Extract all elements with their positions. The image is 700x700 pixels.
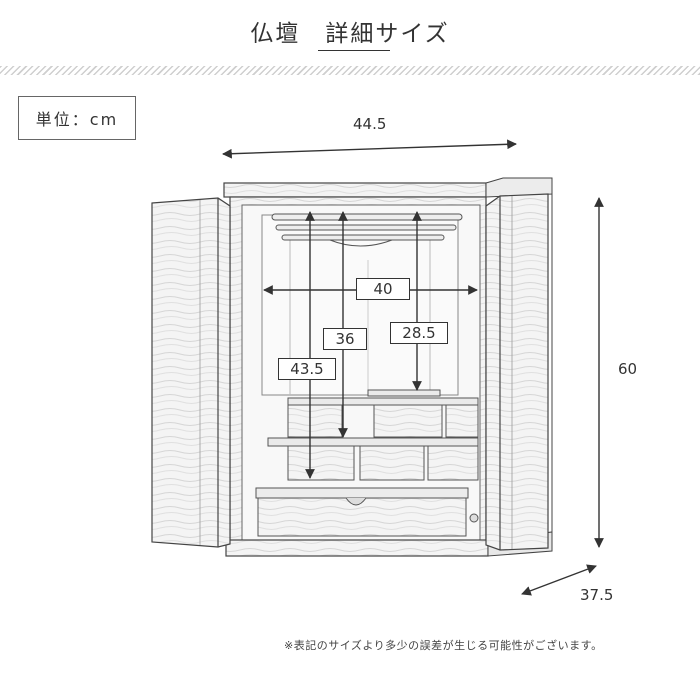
lower-shelf — [267, 437, 479, 481]
inner-height-3-label: 28.5 — [390, 322, 448, 344]
upper-shelf — [287, 389, 479, 438]
height-label: 60 — [618, 360, 638, 378]
hatch-divider — [0, 66, 700, 75]
depth-arrow — [521, 564, 597, 596]
cabinet-top — [223, 177, 553, 198]
inner-height-1-label: 43.5 — [278, 358, 336, 380]
width-label: 44.5 — [353, 115, 387, 133]
disclaimer-note: ※表記のサイズより多少の誤差が生じる可能性がございます。 — [284, 639, 603, 652]
drawer — [255, 487, 479, 537]
unit-label: 単位：cm — [18, 96, 136, 140]
left-door — [151, 197, 231, 548]
right-door — [485, 193, 549, 551]
page-title: 仏壇 詳細サイズ — [250, 21, 450, 47]
depth-label: 37.5 — [580, 586, 614, 604]
inner-width-label: 40 — [356, 278, 410, 300]
inner-height-2-label: 36 — [323, 328, 367, 350]
width-arrow — [222, 139, 517, 159]
title-underline — [318, 50, 390, 51]
